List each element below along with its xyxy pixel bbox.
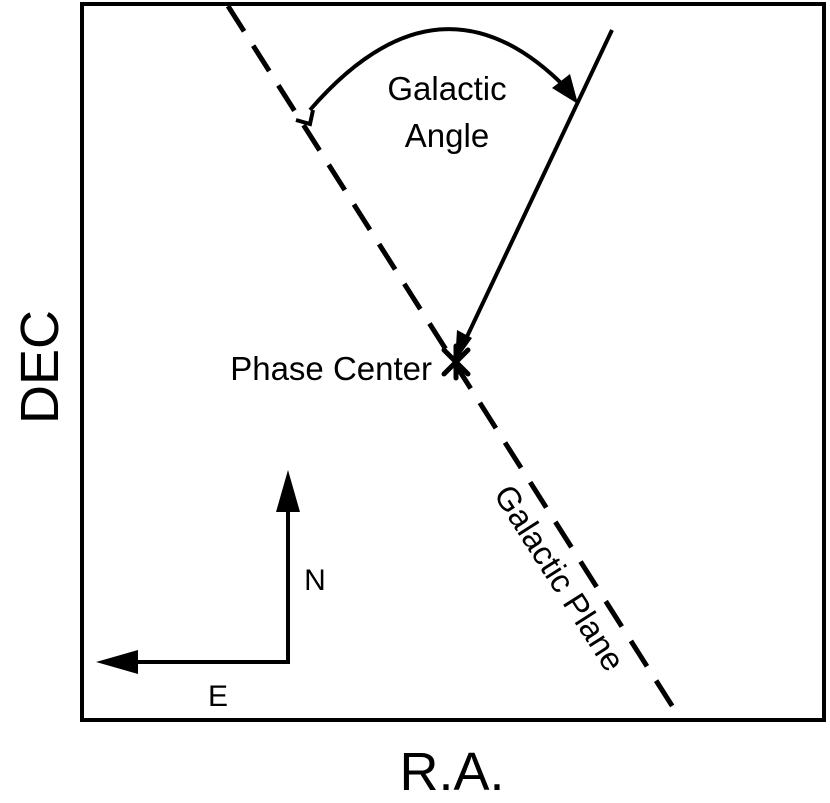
arc-arrowhead [552, 74, 578, 104]
galactic-plane-label: Galactic Plane [487, 478, 633, 677]
arc-end-tick [295, 109, 315, 127]
asterisk-icon [441, 343, 471, 381]
arrow-icon [96, 650, 138, 674]
galactic-angle-label-line2: Angle [405, 117, 489, 154]
x-axis-label: R.A. [399, 742, 504, 802]
galactic-angle-label-line1: Galactic [387, 70, 506, 107]
north-label: N [304, 564, 326, 597]
arrow-icon [276, 470, 300, 512]
plot-frame [80, 2, 826, 722]
galactic-angle-arc [308, 27, 568, 112]
angle-direction-arrowhead [455, 330, 472, 362]
east-label: E [208, 680, 228, 713]
angle-direction-line [453, 29, 614, 363]
phase-center-label: Phase Center [230, 350, 432, 387]
y-axis-label: DEC [10, 310, 70, 424]
